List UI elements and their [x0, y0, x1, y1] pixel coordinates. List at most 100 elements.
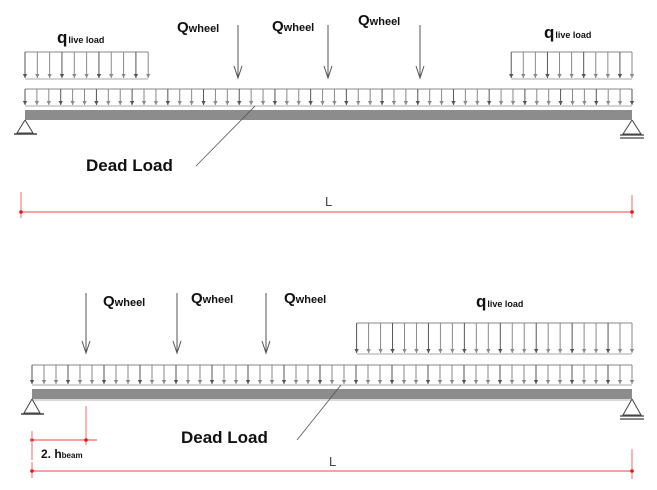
load-arrow: [425, 365, 431, 384]
load-arrow: [133, 52, 139, 78]
load-arrow: [317, 365, 323, 384]
load-arrow: [593, 365, 599, 384]
load-arrow: [41, 365, 47, 384]
load-arrow: [22, 89, 28, 105]
span-label: L: [325, 194, 332, 209]
load-arrow: [485, 365, 491, 384]
load-arrow: [449, 365, 455, 384]
load-arrow: [391, 89, 397, 105]
load-arrow: [77, 365, 83, 384]
load-arrow: [281, 365, 287, 384]
wheel-load-label-2: Qwheel: [191, 290, 233, 307]
span-dimension: L: [19, 192, 634, 218]
load-arrow: [149, 365, 155, 384]
load-arrow: [305, 365, 311, 384]
load-arrow: [173, 365, 179, 384]
load-arrow: [233, 365, 239, 384]
load-arrow: [415, 89, 420, 105]
load-arrow: [125, 365, 131, 384]
wheel-loads: [81, 293, 271, 355]
load-arrow: [221, 365, 227, 384]
wheel-load-arrow: [323, 25, 333, 80]
wheel-load-label-1: Qwheel: [177, 19, 219, 36]
load-arrow: [605, 89, 611, 105]
load-arrow: [320, 89, 325, 105]
load-case-2-diagram: Dead Load qlive load Qwheel Qwheel Qwhee…: [21, 290, 644, 479]
load-arrow: [161, 365, 167, 384]
wheel-load-label-3: Qwheel: [358, 12, 400, 29]
load-arrow: [426, 323, 431, 353]
load-arrow: [84, 52, 89, 78]
wheel-load-arrow: [415, 25, 425, 80]
dead-load-leader: [296, 384, 342, 441]
load-arrow: [629, 365, 635, 384]
load-arrow: [165, 89, 171, 105]
load-arrow: [617, 323, 623, 353]
dead-load-label: Dead Load: [181, 428, 268, 447]
load-arrow: [177, 89, 182, 105]
load-arrow: [34, 89, 40, 105]
load-arrow: [486, 89, 492, 105]
load-arrow: [94, 89, 99, 105]
load-arrow: [121, 52, 126, 78]
load-arrow: [437, 365, 443, 384]
load-arrow: [389, 365, 395, 384]
load-arrow: [451, 89, 456, 105]
load-arrow: [365, 365, 371, 384]
load-arrow: [257, 365, 263, 384]
load-arrow: [581, 323, 587, 353]
load-arrow: [521, 52, 526, 78]
load-arrow: [58, 89, 63, 105]
load-arrow: [403, 89, 409, 105]
load-arrow: [213, 89, 218, 105]
load-arrow: [237, 89, 242, 105]
load-arrow: [109, 52, 114, 78]
load-arrow: [118, 89, 123, 105]
load-arrow: [522, 89, 528, 105]
load-arrow: [260, 89, 266, 105]
pin-support-left: [21, 398, 44, 415]
load-arrow: [245, 365, 251, 384]
load-arrow: [46, 89, 52, 105]
load-arrow: [521, 365, 527, 384]
load-arrow: [209, 365, 215, 384]
load-arrow: [65, 365, 71, 384]
load-arrow: [581, 365, 587, 384]
live-load-label-right: qlive load: [544, 23, 591, 42]
wheel-load-label-3: Qwheel: [284, 290, 326, 307]
dead-load-distributed: [22, 88, 635, 107]
wheel-load-arrow: [233, 25, 243, 80]
live-load-label: qlive load: [476, 292, 523, 311]
load-arrow: [272, 89, 278, 105]
load-arrow: [605, 52, 611, 78]
dead-load-label: Dead Load: [86, 156, 173, 175]
load-arrow: [629, 89, 635, 105]
load-arrow: [201, 89, 206, 105]
load-arrow: [284, 89, 290, 105]
load-arrow: [141, 89, 147, 105]
load-arrow: [293, 365, 299, 384]
load-arrow: [82, 89, 87, 105]
load-arrow: [510, 89, 516, 105]
load-arrow: [450, 323, 455, 353]
load-arrow: [509, 52, 514, 78]
live-load-label-left: qlive load: [57, 28, 104, 47]
load-arrow: [70, 89, 75, 105]
load-arrow: [475, 89, 480, 105]
load-arrow: [593, 323, 599, 353]
load-arrow: [413, 365, 419, 384]
wheel-load-arrow: [261, 293, 271, 355]
load-arrow: [605, 323, 611, 353]
load-arrow: [354, 323, 359, 353]
load-arrow: [557, 52, 562, 78]
load-arrow: [332, 89, 337, 105]
load-arrow: [401, 365, 407, 384]
load-arrow: [617, 89, 623, 105]
offset-dimension: 2. hbeam: [30, 406, 97, 461]
load-arrow: [463, 89, 468, 105]
pin-support-left: [14, 119, 37, 135]
load-arrow: [582, 89, 587, 105]
span-dimension: L: [30, 431, 634, 479]
live-load-distributed: [354, 322, 635, 355]
